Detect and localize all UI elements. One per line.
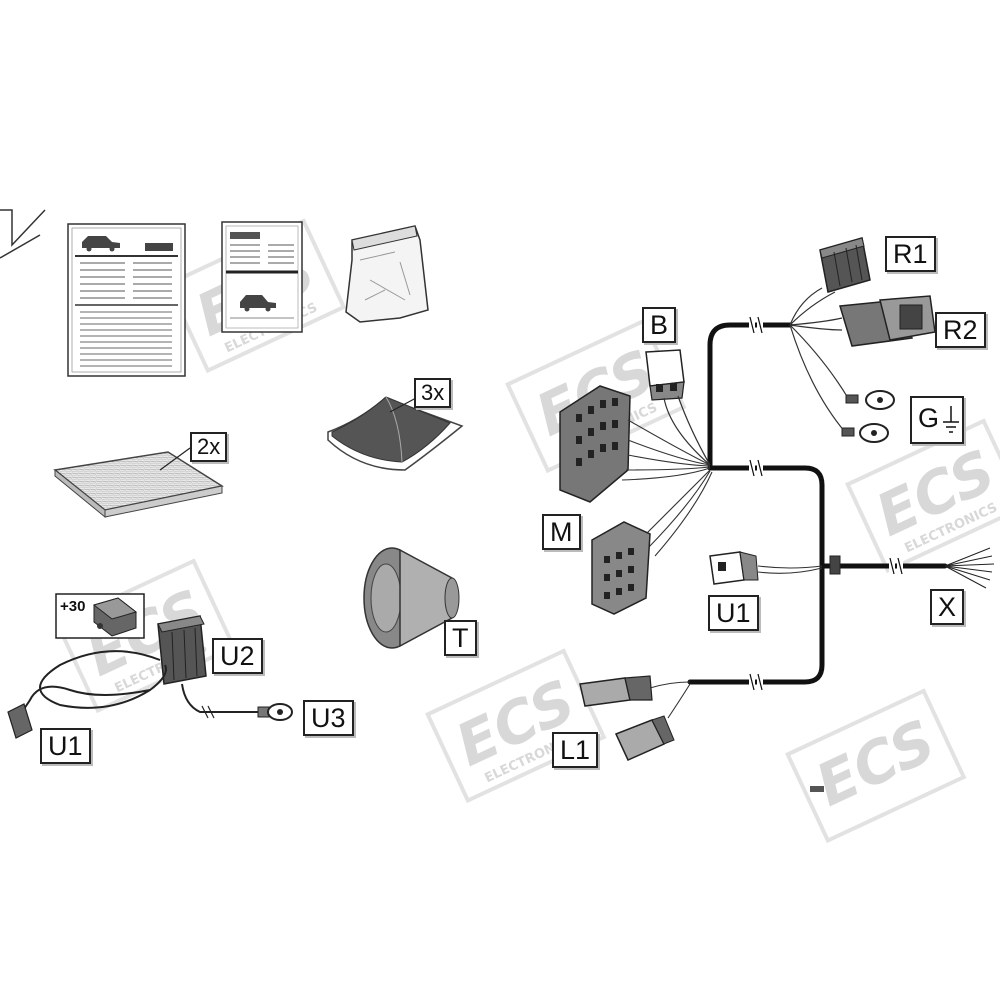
label-plus30: +30 — [60, 598, 86, 615]
x-wires — [944, 547, 995, 589]
connector-r1 — [819, 237, 871, 293]
label-r1: R1 — [885, 236, 936, 272]
foam-pad — [53, 447, 224, 519]
label-ground: G — [910, 396, 964, 444]
instruction-sheet-1 — [67, 223, 186, 377]
label-t: T — [444, 620, 477, 656]
label-qty-sheets: 3x — [414, 378, 452, 408]
connector-b — [645, 349, 711, 466]
splice — [829, 555, 841, 575]
cable-break-marks — [749, 316, 903, 691]
instruction-sheet-2 — [221, 221, 303, 333]
label-l1: L1 — [552, 732, 599, 768]
harness-main-lines — [687, 322, 948, 685]
adhesive-sheets — [327, 396, 464, 471]
connector-r2 — [839, 295, 936, 347]
label-x: X — [930, 589, 965, 625]
module-group — [7, 593, 293, 739]
label-u1-right: U1 — [708, 595, 759, 631]
label-g: G — [918, 403, 940, 433]
label-r2: R2 — [935, 312, 986, 348]
box-corner-fragment — [0, 209, 46, 247]
label-m: M — [542, 514, 581, 550]
m-wires — [621, 419, 713, 557]
watermark-6: ECS — [785, 688, 967, 844]
box-edge-fragment — [0, 234, 41, 259]
label-qty-foam: 2x — [190, 432, 228, 462]
connector-m-upper — [559, 385, 631, 503]
watermark-brand: ECS — [806, 706, 945, 819]
label-b: B — [642, 307, 677, 343]
branch-wires-top — [789, 287, 849, 433]
label-u2: U2 — [212, 638, 263, 674]
ground-terminals — [841, 390, 895, 443]
connector-u1-right — [709, 551, 823, 585]
ground-icon — [943, 406, 959, 433]
label-u1-left: U1 — [40, 728, 91, 764]
edge-fragment — [810, 786, 824, 792]
grommet — [363, 547, 460, 649]
label-u3: U3 — [303, 700, 354, 736]
connector-m-lower — [591, 521, 651, 615]
connector-l1 — [579, 675, 691, 761]
watermark-5: ECS ELECTRONICS — [425, 648, 607, 804]
plastic-bag — [345, 225, 429, 323]
